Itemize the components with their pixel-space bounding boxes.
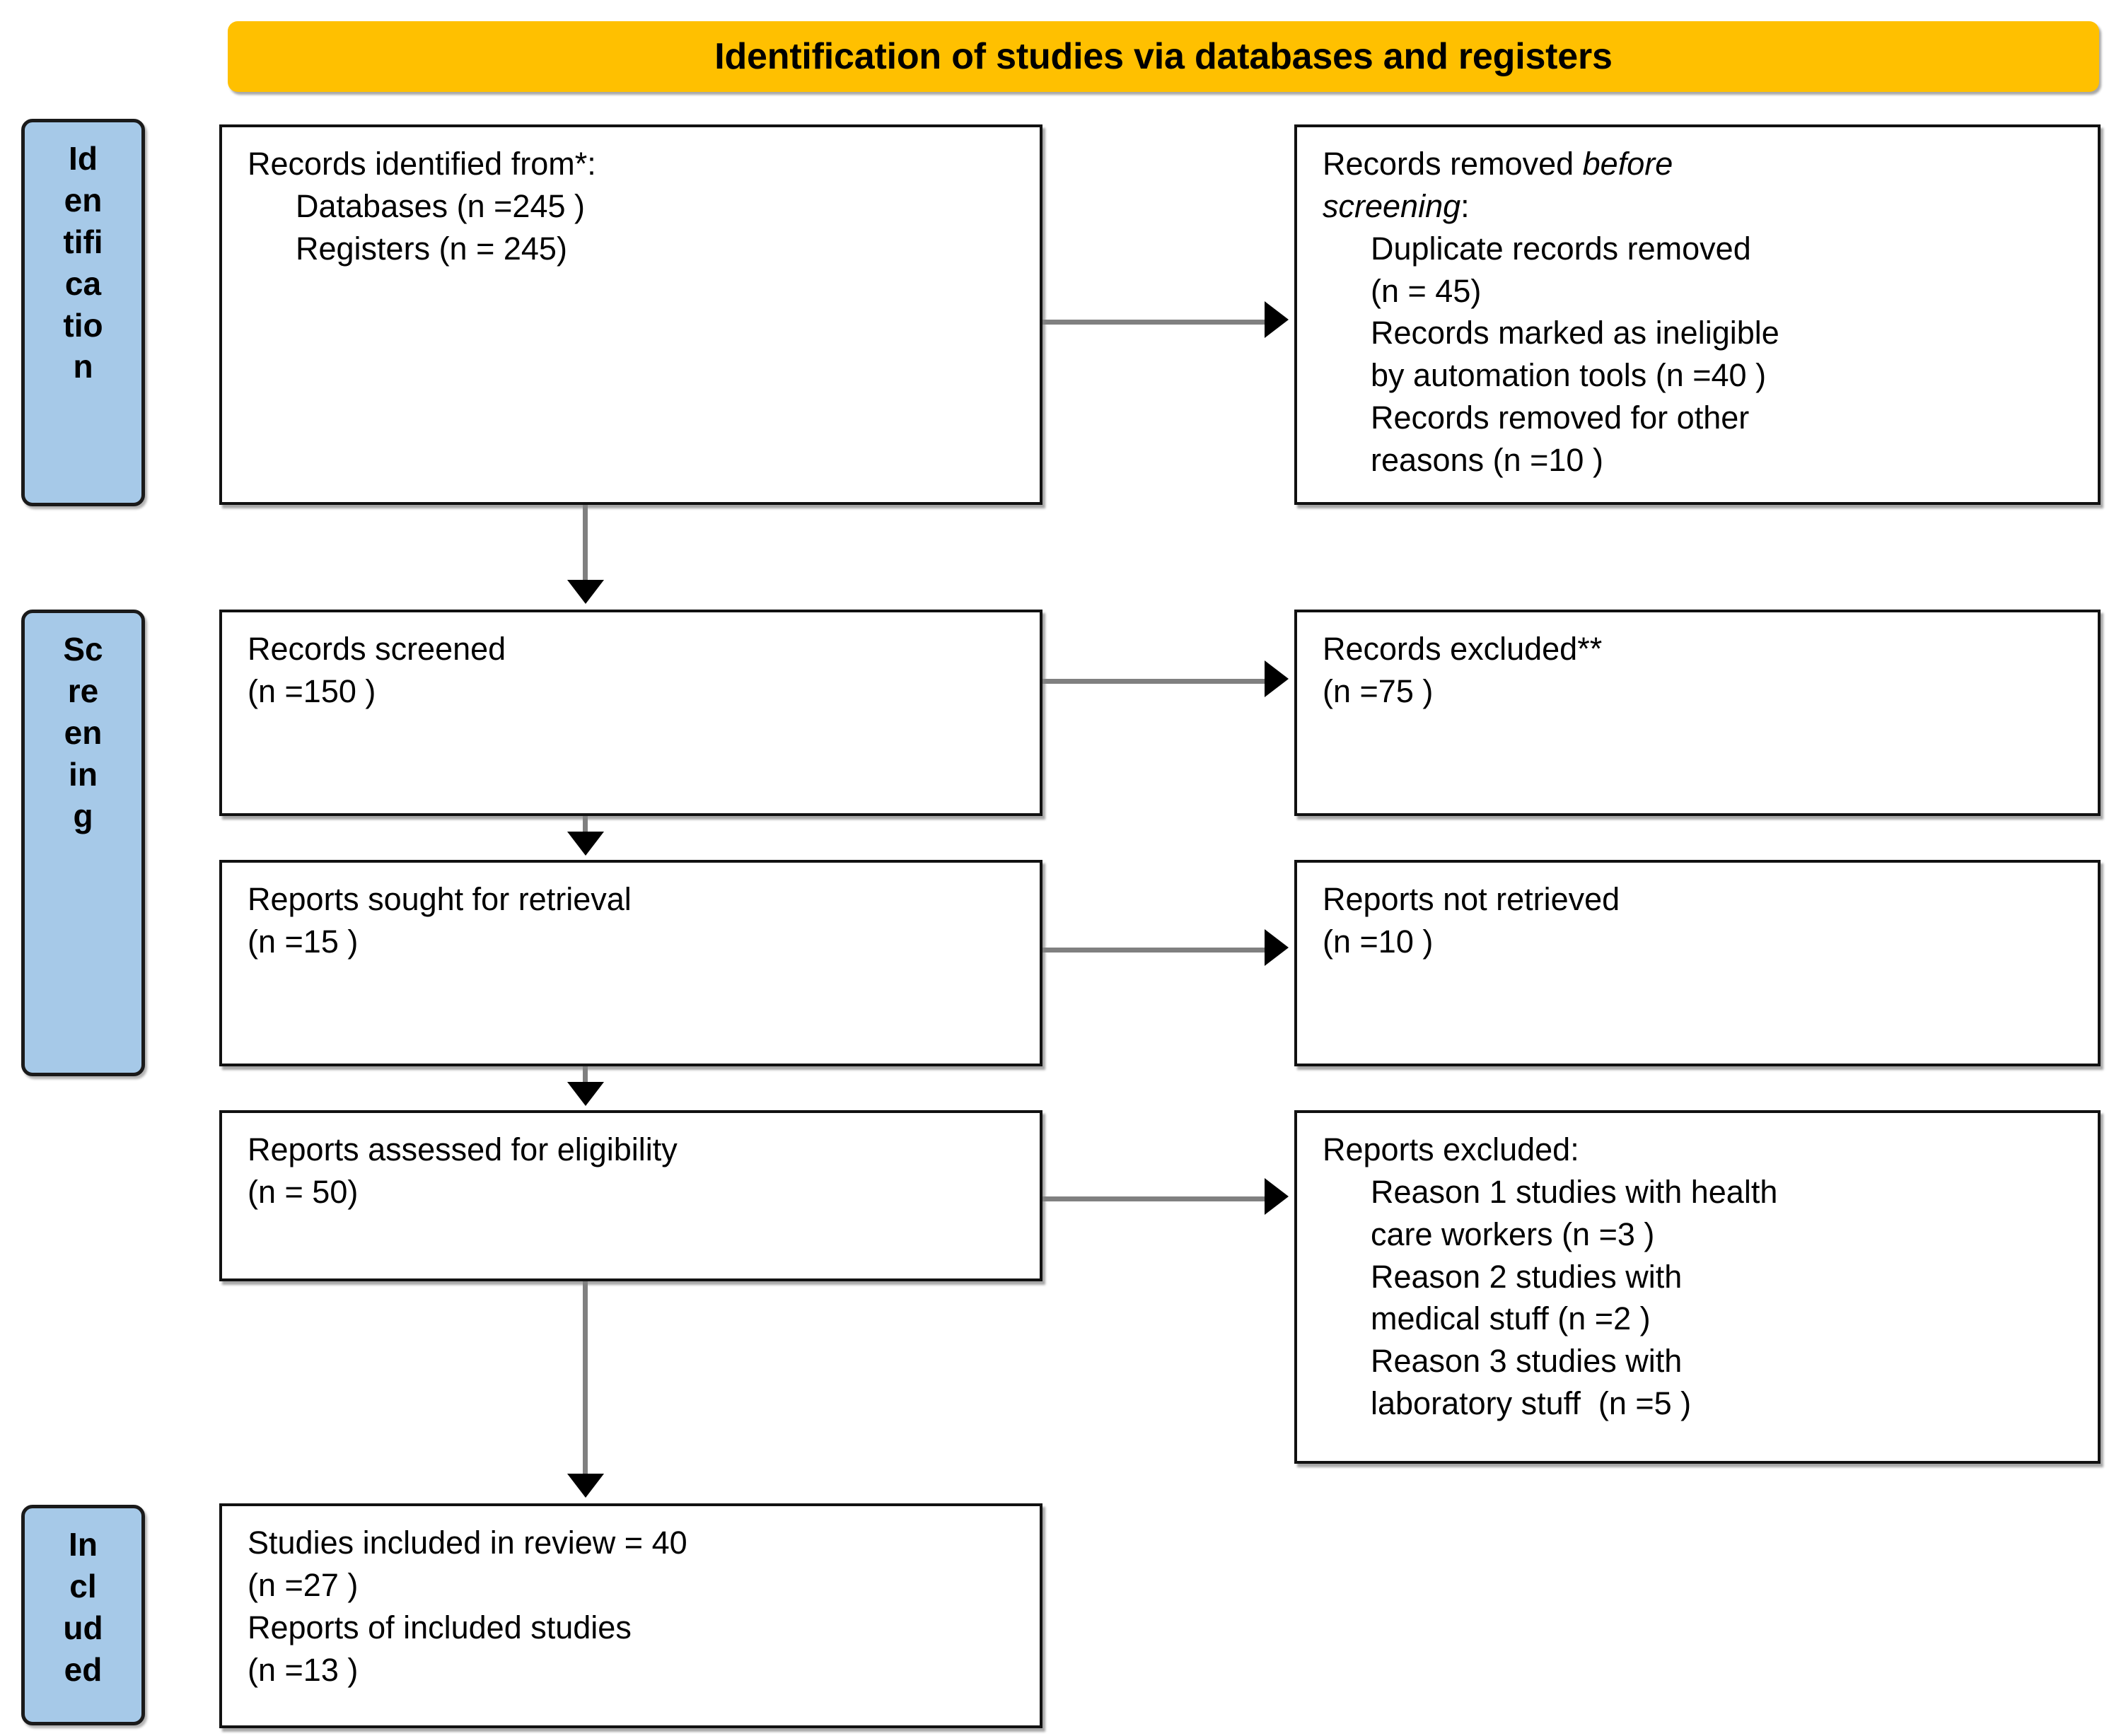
- box-line: Records excluded**: [1323, 631, 1603, 667]
- box-line: Registers (n = 245): [296, 230, 567, 267]
- box-line: Duplicate records removed: [1371, 230, 1751, 267]
- stage-label-identification-text: Id en tifi ca tio n: [63, 140, 103, 385]
- connector-screened-to-excluded: [1042, 679, 1267, 684]
- box-line: Reports not retrieved: [1323, 881, 1620, 917]
- box-line: (n =15 ): [248, 923, 359, 960]
- box-line: Records removed for other: [1371, 400, 1750, 436]
- removed-title-italic-2: screening: [1323, 187, 1461, 224]
- box-line: Records marked as ineligible: [1371, 315, 1779, 351]
- box-reports-assessed-for-eligibility: Reports assessed for eligibility (n = 50…: [219, 1110, 1042, 1281]
- header-title: Identification of studies via databases …: [714, 36, 1613, 77]
- box-line: medical stuff (n =2 ): [1371, 1300, 1651, 1337]
- box-line: Reports sought for retrieval: [248, 881, 632, 917]
- box-line: Records screened: [248, 631, 506, 667]
- arrow-right-icon: [1265, 660, 1289, 697]
- stage-label-identification: Id en tifi ca tio n: [21, 119, 145, 506]
- arrow-right-icon: [1265, 929, 1289, 966]
- box-line: Records identified from*:: [248, 146, 596, 182]
- box-line: laboratory stuff (n =5 ): [1371, 1385, 1692, 1422]
- box-line: (n = 45): [1371, 272, 1482, 309]
- connector-screened-to-sought: [583, 816, 588, 834]
- box-line: by automation tools (n =40 ): [1371, 357, 1767, 394]
- box-reports-not-retrieved: Reports not retrieved (n =10 ): [1294, 860, 2101, 1066]
- connector-assessed-to-included: [583, 1281, 588, 1478]
- box-line: (n =13 ): [248, 1651, 359, 1688]
- diagram-header-banner: Identification of studies via databases …: [228, 21, 2099, 92]
- connector-identified-to-removed: [1042, 320, 1267, 325]
- removed-title-suffix: :: [1460, 187, 1470, 224]
- box-studies-included-in-review: Studies included in review = 40 (n =27 )…: [219, 1503, 1042, 1728]
- connector-assessed-to-reports-excluded: [1042, 1196, 1267, 1201]
- arrow-down-icon: [567, 580, 604, 604]
- box-line: Reason 2 studies with: [1371, 1258, 1683, 1295]
- box-records-excluded: Records excluded** (n =75 ): [1294, 610, 2101, 816]
- box-records-removed-before-screening: Records removed before screening: Duplic…: [1294, 124, 2101, 505]
- connector-identified-to-screened: [583, 505, 588, 584]
- stage-label-included: In cl ud ed: [21, 1505, 145, 1725]
- box-line: (n =10 ): [1323, 923, 1434, 960]
- connector-sought-to-not-retrieved: [1042, 948, 1267, 953]
- box-records-identified: Records identified from*: Databases (n =…: [219, 124, 1042, 505]
- box-line: Reports assessed for eligibility: [248, 1131, 678, 1167]
- stage-label-screening: Sc re en in g: [21, 610, 145, 1076]
- box-line: (n = 50): [248, 1173, 359, 1210]
- arrow-right-icon: [1265, 1178, 1289, 1215]
- box-line: (n =150 ): [248, 672, 376, 709]
- connector-sought-to-assessed: [583, 1066, 588, 1085]
- box-reports-excluded: Reports excluded: Reason 1 studies with …: [1294, 1110, 2101, 1464]
- stage-label-screening-text: Sc re en in g: [63, 631, 103, 834]
- box-line: care workers (n =3 ): [1371, 1216, 1655, 1252]
- box-line: Studies included in review = 40: [248, 1525, 687, 1561]
- box-line: reasons (n =10 ): [1371, 441, 1603, 478]
- box-line: Databases (n =245 ): [296, 187, 585, 224]
- arrow-down-icon: [567, 832, 604, 856]
- box-line: Reports of included studies: [248, 1609, 632, 1645]
- box-line: (n =75 ): [1323, 672, 1434, 709]
- box-line: Reports excluded:: [1323, 1131, 1579, 1167]
- arrow-down-icon: [567, 1474, 604, 1498]
- removed-title-prefix: Records removed: [1323, 146, 1583, 182]
- box-line: Reason 3 studies with: [1371, 1343, 1683, 1380]
- box-records-screened: Records screened (n =150 ): [219, 610, 1042, 816]
- box-reports-sought-for-retrieval: Reports sought for retrieval (n =15 ): [219, 860, 1042, 1066]
- box-title-line-1: Records removed before: [1323, 143, 2079, 185]
- box-title-line-2: screening:: [1323, 185, 2079, 228]
- box-line: Reason 1 studies with health: [1371, 1173, 1778, 1210]
- box-line: (n =27 ): [248, 1566, 359, 1603]
- arrow-right-icon: [1265, 301, 1289, 338]
- removed-title-italic: before: [1582, 146, 1673, 182]
- stage-label-included-text: In cl ud ed: [63, 1526, 103, 1688]
- arrow-down-icon: [567, 1082, 604, 1106]
